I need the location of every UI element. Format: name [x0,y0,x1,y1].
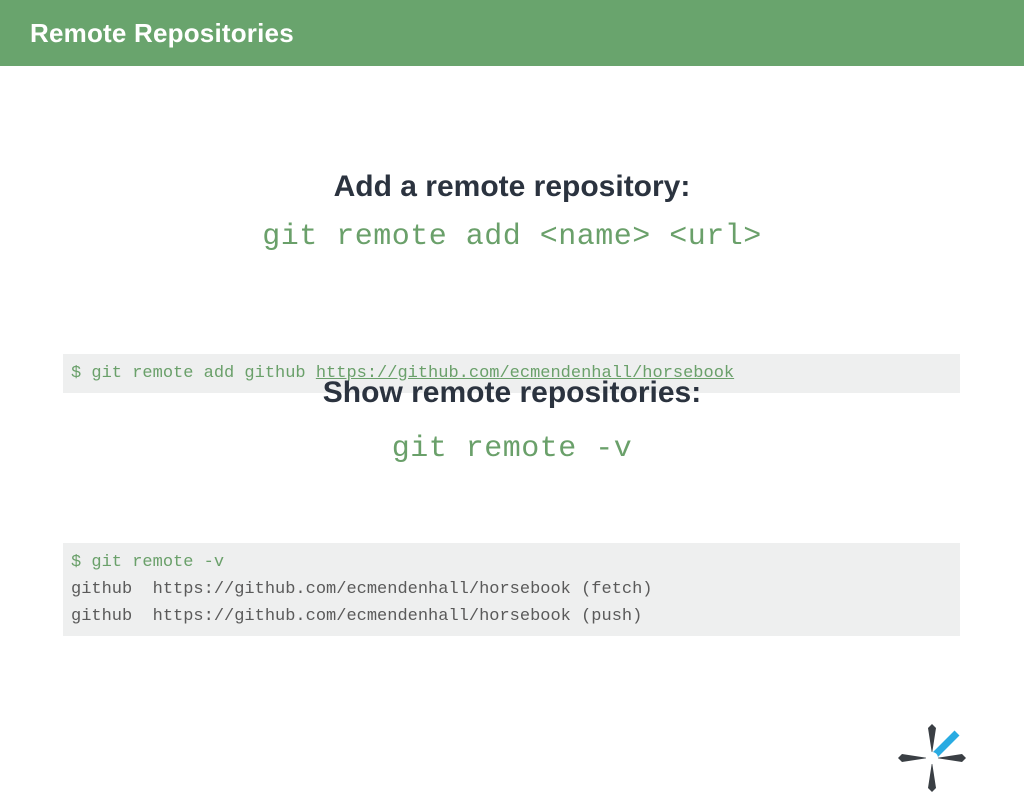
slide-header: Remote Repositories [0,0,1024,66]
section-syntax-add-remote: git remote add <name> <url> [262,220,762,254]
starburst-logo [898,724,966,792]
code-command-text: $ git remote add github [71,364,316,383]
code-url-link[interactable]: https://github.com/ecmendenhall/horseboo… [315,364,735,383]
section-heading-show-remotes: Show remote repositories: [322,376,702,409]
code-line: $ git remote -v [71,553,225,572]
code-line: $ git remote add github https://github.c… [63,360,960,387]
code-line: github https://github.com/ecmendenhall/h… [71,607,643,626]
code-line: github https://github.com/ecmendenhall/h… [71,580,653,599]
section-heading-add-remote: Add a remote repository: [333,170,691,203]
code-block-add-remote: $ git remote add github https://github.c… [63,354,960,393]
starburst-icon [898,724,966,792]
section-syntax-show-remotes: git remote -v [391,432,633,466]
slide-body: Add a remote repository: git remote add … [0,66,1024,792]
code-block-show-remotes: $ git remote -v github https://github.co… [63,543,960,636]
page-title: Remote Repositories [30,17,294,48]
